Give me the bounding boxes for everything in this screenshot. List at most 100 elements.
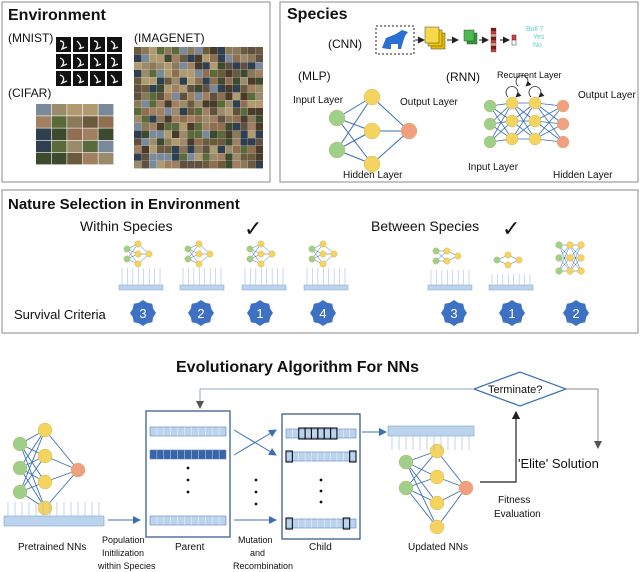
rank-number: 1: [508, 306, 515, 321]
imagenet-tile: [202, 69, 210, 78]
cifar-tile: [98, 152, 114, 165]
imagenet-tile: [156, 69, 165, 78]
net-node: [134, 240, 142, 248]
net-edge: [489, 102, 513, 143]
net-node: [483, 117, 497, 131]
ellipsis-dot: [186, 478, 190, 482]
imagenet-tile: [134, 54, 142, 62]
imagenet-tile: [240, 77, 248, 85]
between-species-label: Between Species: [371, 218, 479, 234]
net-node: [70, 462, 86, 478]
imagenet-tile: [248, 161, 256, 169]
imagenet-tile: [210, 115, 218, 123]
imagenet-tile: [156, 153, 165, 161]
net-node: [577, 267, 585, 275]
imagenet-tile: [255, 92, 263, 100]
imagenet-tile: [248, 153, 256, 161]
cnn-out-no: No: [533, 42, 542, 49]
net-node: [429, 519, 445, 535]
imagenet-tile: [194, 130, 203, 138]
imagenet-tile: [202, 107, 210, 116]
imagenet-tile: [240, 47, 248, 55]
imagenet-tile: [202, 47, 210, 55]
net-node: [458, 480, 474, 496]
net-edge: [336, 96, 373, 151]
cifar-tile: [36, 116, 51, 128]
imagenet-tile: [134, 138, 142, 146]
imagenet-tile: [164, 77, 172, 85]
imagenet-tile: [255, 153, 263, 161]
imagenet-tile: [232, 100, 241, 108]
mutated-gene: [342, 517, 351, 530]
imagenet-tile: [240, 130, 248, 138]
imagenet-tile: [248, 107, 256, 116]
fc-neuron: [490, 30, 497, 35]
imagenet-tile: [172, 161, 180, 169]
net-node: [577, 254, 585, 262]
selection-panel: Nature Selection in Environment Within S…: [1, 189, 639, 334]
imagenet-tile: [210, 77, 218, 85]
chromosome-bar: [285, 451, 357, 462]
imagenet-tile: [156, 100, 165, 108]
imagenet-tile: [187, 138, 195, 146]
imagenet-tile: [141, 77, 149, 85]
fc-neuron: [490, 45, 497, 50]
imagenet-tile: [187, 153, 195, 161]
imagenet-tile: [149, 100, 157, 108]
cifar-tile: [51, 152, 67, 165]
imagenet-tile: [225, 47, 233, 55]
imagenet-tile: [225, 100, 233, 108]
imagenet-tile: [149, 62, 157, 70]
imagenet-tile: [172, 107, 180, 116]
terminate-label: Terminate?: [488, 384, 542, 396]
net-node: [319, 240, 327, 248]
imagenet-tile: [194, 161, 203, 169]
imagenet-tile: [179, 100, 187, 108]
imagenet-tile: [187, 123, 195, 131]
cnn-diagram: Bull ? Yes No: [375, 25, 545, 55]
net-node: [443, 257, 451, 265]
cnn-out-yes: Yes: [533, 34, 545, 41]
imagenet-tile: [149, 54, 157, 62]
cifar-tile: [82, 128, 98, 140]
data-bar: [241, 284, 287, 291]
imagenet-tile: [179, 77, 187, 85]
pretrained-data-bar: [3, 515, 105, 527]
cifar-tile: [36, 140, 51, 153]
imagenet-tile: [194, 107, 203, 116]
imagenet-tile: [248, 138, 256, 146]
imagenet-tile: [187, 85, 195, 93]
rank-number: 3: [450, 306, 457, 321]
imagenet-tile: [141, 145, 149, 154]
imagenet-tile: [202, 153, 210, 161]
imagenet-tile: [248, 62, 256, 70]
net-node: [454, 252, 462, 260]
imagenet-tile: [240, 85, 248, 93]
imagenet-tile: [134, 161, 142, 169]
imagenet-tile: [240, 161, 248, 169]
fitness-label-1: Fitness: [498, 495, 530, 506]
imagenet-tile: [194, 115, 203, 123]
cifar-tile: [67, 152, 83, 165]
net-edge: [558, 244, 571, 272]
imagenet-tile: [134, 47, 142, 55]
imagenet-tile: [194, 153, 203, 161]
imagenet-tile: [202, 85, 210, 93]
imagenet-tile: [225, 161, 233, 169]
imagenet-tile: [149, 123, 157, 131]
imagenet-tile: [172, 115, 180, 123]
rnn-input-layer-label: Input Layer: [468, 162, 519, 173]
imagenet-tile: [240, 107, 248, 116]
net-node: [184, 255, 192, 263]
cifar-tile: [67, 116, 83, 128]
imagenet-tile: [164, 107, 172, 116]
net-edge: [405, 461, 438, 528]
mnist-digit-grid: [56, 37, 122, 86]
ellipsis-dot: [254, 478, 258, 482]
imagenet-tile: [134, 77, 142, 85]
recurrent-loop: [515, 75, 532, 87]
imagenet-tile: [149, 77, 157, 85]
imagenet-tile: [232, 62, 241, 70]
imagenet-tile: [134, 100, 142, 108]
